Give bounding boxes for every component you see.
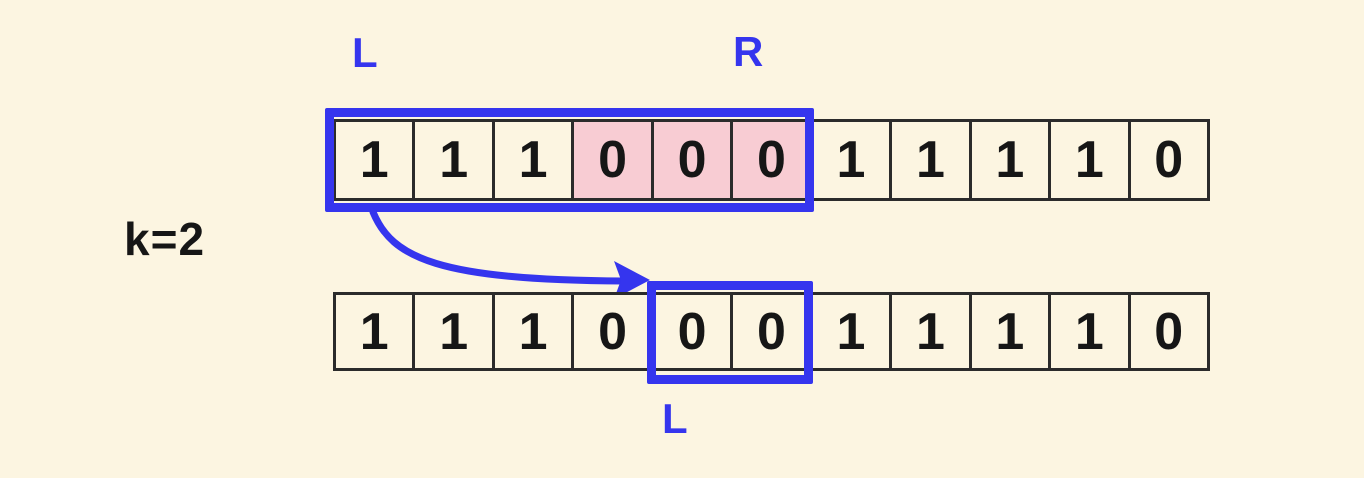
array-cell: 1: [415, 122, 495, 198]
array-cell: 1: [336, 295, 416, 368]
arrow-curve: [369, 208, 628, 285]
right-pointer-label-top: R: [733, 28, 764, 75]
array-cell: 0: [574, 122, 654, 198]
array-cell: 1: [1051, 295, 1131, 368]
left-pointer-label-top: L: [352, 29, 378, 76]
k-value-label: k=2: [124, 213, 206, 265]
array-cell: 0: [653, 122, 734, 198]
array-cell: 1: [972, 122, 1052, 198]
array-cell: 0: [1154, 131, 1184, 189]
array-cell: 1: [892, 295, 972, 368]
array-cell: 1: [813, 295, 893, 368]
array-cell: 1: [1051, 122, 1131, 198]
array-cell: 1: [495, 295, 575, 368]
array-cell: 1: [415, 295, 495, 368]
array-cell: 1: [495, 122, 575, 198]
array-cell: 0: [654, 295, 734, 368]
bottom-window-rect: [647, 281, 813, 384]
array-cell: 1: [336, 122, 416, 198]
array-cell: 0: [574, 295, 654, 368]
array-cell: 1: [892, 122, 972, 198]
top-window-rect: [325, 108, 814, 212]
array-cell: 0: [1154, 302, 1184, 361]
array-cell: 1: [972, 295, 1052, 368]
array-cell: 1: [813, 122, 893, 198]
left-pointer-label-bottom: L: [662, 395, 688, 442]
